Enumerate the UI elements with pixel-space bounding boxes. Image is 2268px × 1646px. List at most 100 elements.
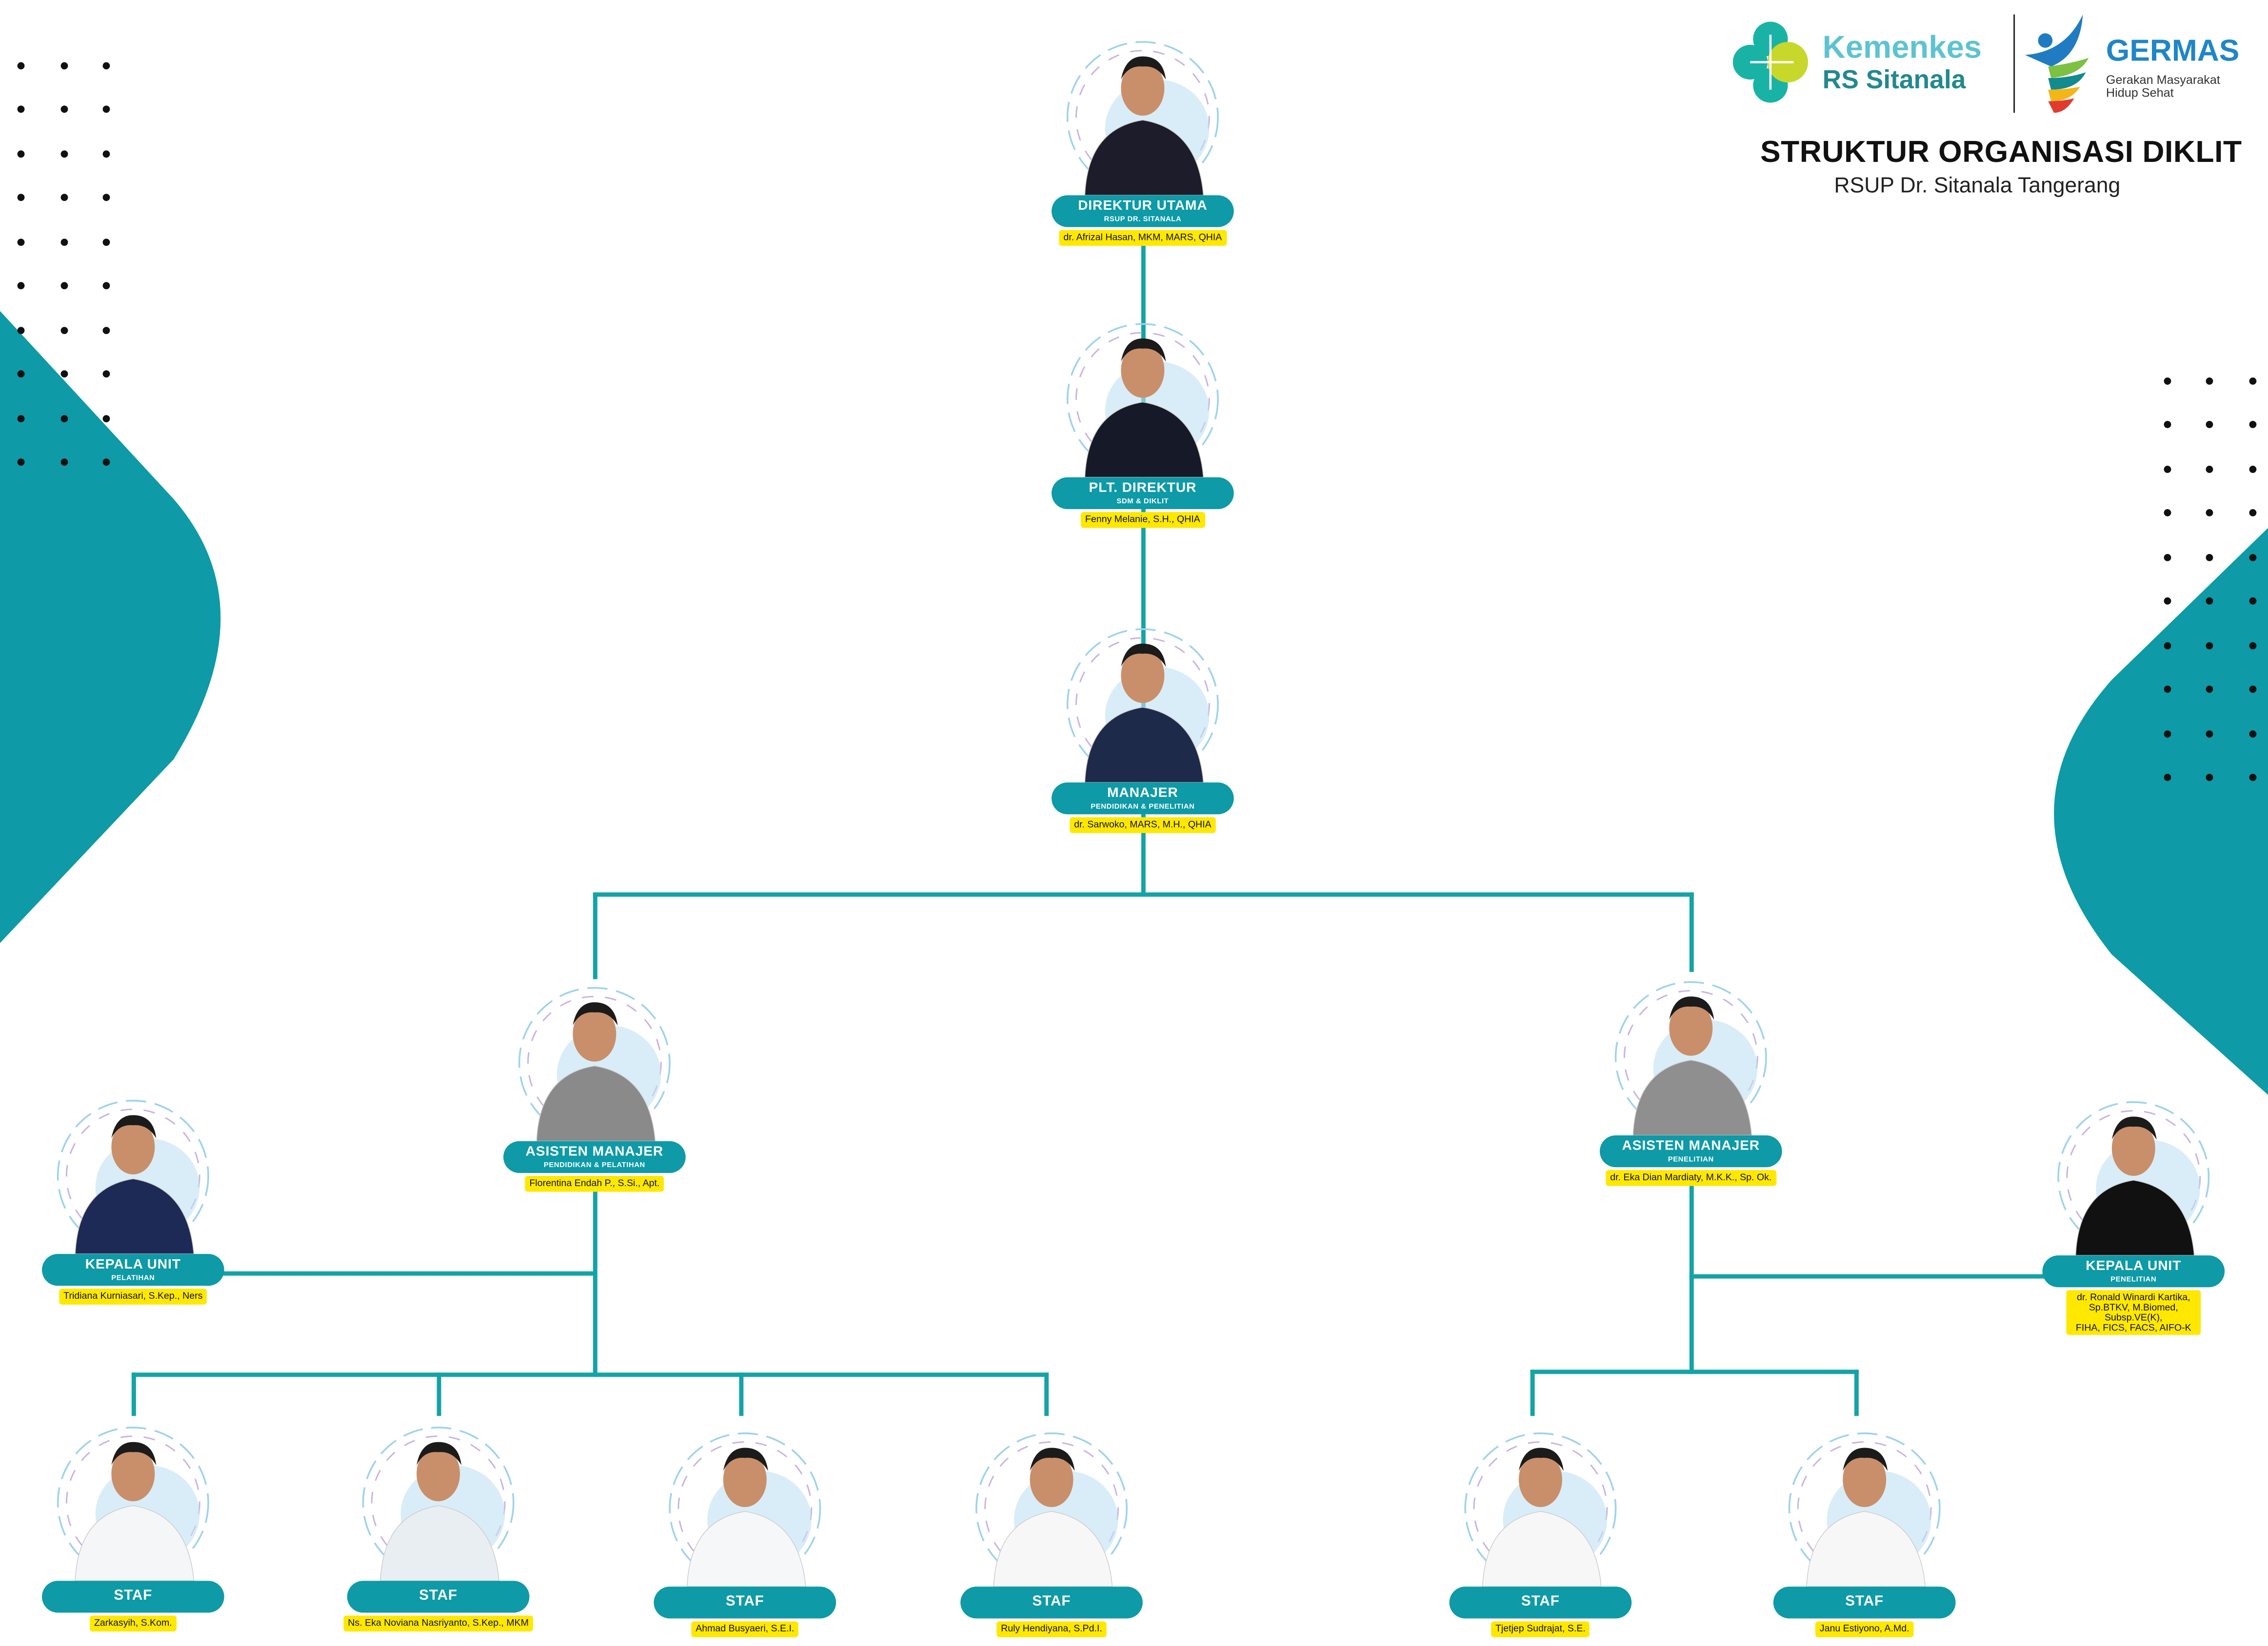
germas-tagline: Hidup Sehat xyxy=(2106,85,2174,100)
connector xyxy=(1140,238,1145,895)
dot xyxy=(102,238,109,245)
person-name: Tjetjep Sudrajat, S.E. xyxy=(1491,1621,1590,1638)
person-name: Ruly Hendiyana, S.Pd.I. xyxy=(996,1621,1107,1638)
position-title: ASISTEN MANAJER xyxy=(1622,1138,1760,1154)
dot xyxy=(17,414,24,422)
dot xyxy=(102,194,109,201)
dot xyxy=(102,149,109,157)
person-photo xyxy=(43,1402,223,1582)
connector xyxy=(217,1270,596,1275)
position-unit: PENELITIAN xyxy=(1668,1155,1714,1165)
dot xyxy=(2205,685,2212,693)
dot xyxy=(2248,641,2256,649)
kemenkes-logo: Kemenkes RS Sitanala xyxy=(1730,20,1982,112)
dot xyxy=(2205,773,2212,781)
person-name: Ns. Eka Noviana Nasriyanto, S.Kep., MKM xyxy=(343,1615,533,1632)
position-unit: PELATIHAN xyxy=(111,1274,155,1283)
connector xyxy=(1689,892,1693,972)
person-name: dr. Ronald Winardi Kartika, Sp.BTKV, M.B… xyxy=(2066,1290,2201,1335)
dot xyxy=(17,458,24,466)
dot xyxy=(17,61,24,69)
person-photo xyxy=(349,1402,528,1582)
dot xyxy=(60,282,67,290)
connector xyxy=(1043,1372,1048,1416)
connector xyxy=(1853,1369,1858,1416)
connector xyxy=(738,1372,743,1416)
position-title: STAF xyxy=(725,1594,764,1610)
dot xyxy=(102,370,109,378)
person-name: dr. Eka Dian Mardiaty, M.K.K., Sp. Ok. xyxy=(1606,1170,1776,1186)
dot xyxy=(2205,420,2212,428)
person-photo xyxy=(2044,1076,2223,1256)
dot xyxy=(2205,465,2212,473)
position-unit: SDM & DIKLIT xyxy=(1116,497,1169,506)
germas-logo-text: GERMAS xyxy=(2106,35,2240,68)
dot xyxy=(17,238,24,245)
kemenkes-logo-subtext: RS Sitanala xyxy=(1822,65,1966,94)
dot xyxy=(102,105,109,113)
dot xyxy=(2163,377,2170,384)
right-teal-blob xyxy=(2054,528,2268,1095)
person-photo xyxy=(1775,1408,1954,1587)
person-photo xyxy=(962,1408,1141,1587)
germas-figure-icon xyxy=(2025,14,2089,113)
dot xyxy=(2248,773,2256,781)
position-title: KEPALA UNIT xyxy=(2086,1258,2182,1274)
person-name: dr. Afrizal Hasan, MKM, MARS, QHIA xyxy=(1059,230,1227,246)
connector xyxy=(592,1178,597,1377)
person-photo xyxy=(655,1408,835,1587)
dot xyxy=(17,282,24,290)
dot xyxy=(17,326,24,334)
position-title: ASISTEN MANAJER xyxy=(525,1144,664,1160)
dot xyxy=(2163,730,2170,737)
dot xyxy=(60,194,67,201)
person-photo xyxy=(1053,603,1233,783)
person-photo xyxy=(1601,956,1781,1136)
dot xyxy=(2248,597,2256,605)
dot xyxy=(102,414,109,422)
kemenkes-flower-icon xyxy=(1732,21,1808,103)
dot xyxy=(60,326,67,334)
person-name: Fenny Melanie, S.H., QHIA xyxy=(1080,512,1205,528)
position-unit: PENDIDIKAN & PELATIHAN xyxy=(543,1161,645,1170)
dot xyxy=(2163,641,2170,649)
page-subtitle: RSUP Dr. Sitanala Tangerang xyxy=(1834,173,2121,198)
dot xyxy=(60,370,67,378)
dot xyxy=(2248,509,2256,516)
position-title: KEPALA UNIT xyxy=(85,1257,181,1273)
dot xyxy=(17,194,24,201)
person-name: dr. Sarwoko, MARS, M.H., QHIA xyxy=(1070,817,1216,833)
position-title: STAF xyxy=(1845,1594,1884,1610)
dot xyxy=(2163,773,2170,781)
connector xyxy=(1689,1273,2051,1278)
position-title: STAF xyxy=(419,1588,458,1604)
dot xyxy=(2205,730,2212,737)
person-photo xyxy=(1053,298,1233,478)
position-title: DIREKTUR UTAMA xyxy=(1078,198,1208,214)
dot xyxy=(60,414,67,422)
position-title: STAF xyxy=(1521,1594,1560,1610)
dot xyxy=(17,105,24,113)
person-name: Florentina Endah P., S.Si., Apt. xyxy=(525,1176,664,1192)
connector xyxy=(1530,1369,1534,1416)
dot xyxy=(2205,377,2212,384)
connector xyxy=(592,892,1693,896)
position-title: STAF xyxy=(1032,1594,1071,1610)
position-unit: RSUP DR. SITANALA xyxy=(1104,215,1182,224)
dot xyxy=(2163,509,2170,516)
dot xyxy=(60,238,67,245)
position-label: STAF xyxy=(1449,1587,1632,1619)
person-photo xyxy=(43,1074,223,1254)
logo-divider xyxy=(2013,14,2015,113)
dot xyxy=(60,61,67,69)
dot xyxy=(2163,420,2170,428)
position-label: STAF xyxy=(42,1581,224,1613)
dot xyxy=(2248,553,2256,561)
position-title: STAF xyxy=(114,1588,153,1604)
